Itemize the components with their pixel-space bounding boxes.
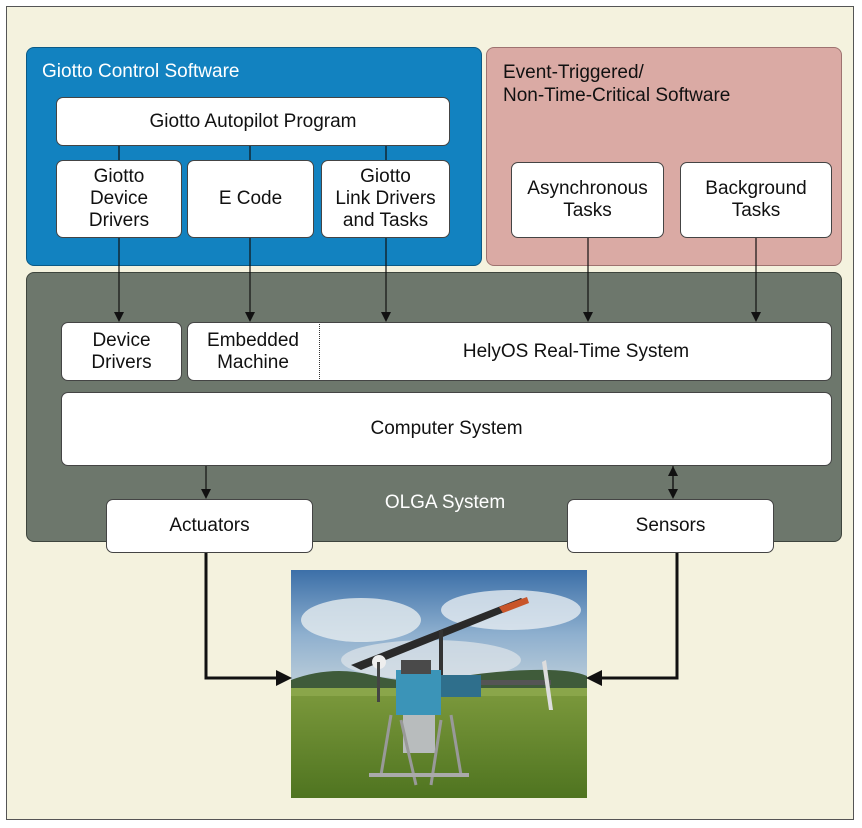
- actuators-box: Actuators: [106, 499, 313, 553]
- helicopter-photo: [291, 570, 587, 798]
- e-code-box: E Code: [187, 160, 314, 238]
- device-drivers-box: Device Drivers: [61, 322, 182, 381]
- helyos-real-time-system-label: HelyOS Real-Time System: [462, 341, 690, 362]
- background-tasks-box: Background Tasks: [680, 162, 832, 238]
- giotto-link-drivers-box: Giotto Link Drivers and Tasks: [321, 160, 450, 238]
- event-panel-title: Event-Triggered/ Non-Time-Critical Softw…: [503, 62, 731, 106]
- giotto-device-drivers-box: Giotto Device Drivers: [56, 160, 182, 238]
- computer-system-box: Computer System: [61, 392, 832, 466]
- sensors-box: Sensors: [567, 499, 774, 553]
- helyos-container-box: [187, 322, 832, 381]
- asynchronous-tasks-box: Asynchronous Tasks: [511, 162, 664, 238]
- giotto-panel-title: Giotto Control Software: [42, 61, 240, 82]
- olga-system-label: OLGA System: [384, 492, 506, 513]
- embedded-machine-label: Embedded Machine: [207, 330, 299, 373]
- embedded-machine-divider: [319, 324, 320, 379]
- giotto-autopilot-program-box: Giotto Autopilot Program: [56, 97, 450, 146]
